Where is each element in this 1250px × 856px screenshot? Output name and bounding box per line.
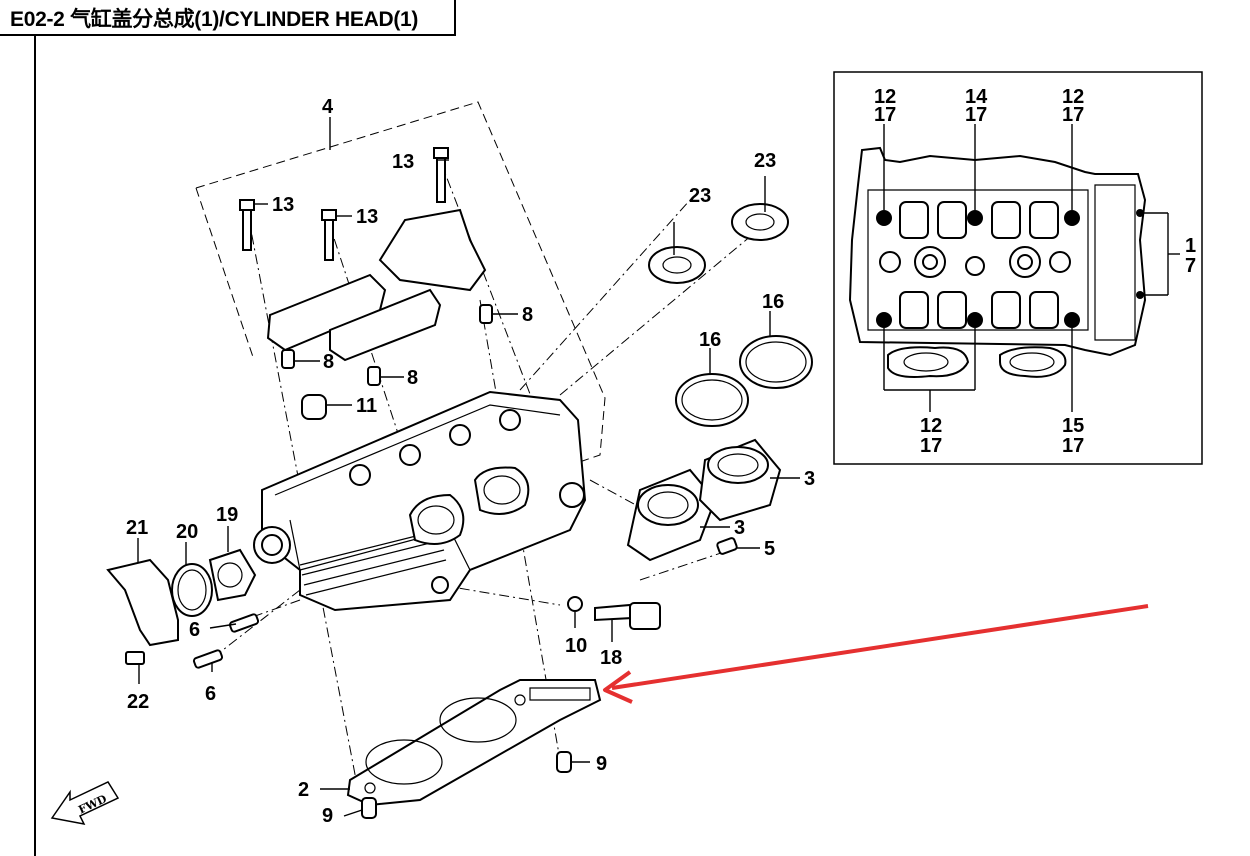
callout-6-top: 6 <box>189 619 200 641</box>
title-box: E02-2 气缸盖分总成(1)/CYLINDER HEAD(1) <box>0 0 456 36</box>
inset-label-top-left-sub: 17 <box>874 104 896 126</box>
dowel-8-a <box>479 304 493 324</box>
bolt-13-c <box>433 147 449 203</box>
fwd-arrow: FWD <box>50 781 120 826</box>
callout-9-bottom: 9 <box>322 805 333 827</box>
inset-label-bottom-left: 12 <box>920 415 942 437</box>
cylinder-head <box>253 390 587 612</box>
callout-3-left: 3 <box>734 517 745 539</box>
callout-21: 21 <box>126 517 148 539</box>
inset-panel: 12 17 14 17 12 17 1 7 12 17 15 17 <box>833 71 1203 465</box>
callout-23-right: 23 <box>754 150 776 172</box>
inset-bolt-holes <box>876 209 1144 328</box>
water-cover-21 <box>106 558 179 647</box>
callout-leader-lines <box>137 159 800 817</box>
callout-19: 19 <box>216 504 238 526</box>
inset-label-top-right: 12 <box>1062 86 1084 108</box>
inset-label-right-sub: 7 <box>1185 255 1196 277</box>
callout-18: 18 <box>600 647 622 669</box>
washer-10 <box>567 596 583 612</box>
intake-boot-3-a <box>626 468 717 562</box>
dowel-9-a <box>556 751 572 773</box>
callout-23-left: 23 <box>689 185 711 207</box>
washer-23-a <box>648 246 706 284</box>
dowel-8-c <box>367 366 381 386</box>
callout-10: 10 <box>565 635 587 657</box>
seal-11 <box>301 394 327 420</box>
stud-6-b <box>192 649 224 669</box>
stud-6-a <box>228 613 260 633</box>
callout-2: 2 <box>298 779 309 801</box>
callout-11: 11 <box>356 395 377 417</box>
callout-13-left: 13 <box>272 194 294 216</box>
callout-5: 5 <box>764 538 775 560</box>
callout-16-left: 16 <box>699 329 721 351</box>
highlight-arrow <box>603 604 1149 704</box>
callout-4: 4 <box>322 96 334 118</box>
callout-8-right: 8 <box>522 304 533 326</box>
frame-left-border <box>34 36 36 856</box>
inset-label-bottom-right: 15 <box>1062 415 1084 437</box>
callout-13-mid: 13 <box>356 206 378 228</box>
inset-label-top-mid: 14 <box>965 86 988 108</box>
inset-valve-springs <box>899 201 1059 329</box>
dowel-8-b <box>281 349 295 369</box>
inset-label-right: 1 <box>1185 235 1196 257</box>
bolt-22 <box>125 651 145 665</box>
cam-holder-mid <box>329 288 442 362</box>
inset-label-top-mid-sub: 17 <box>965 104 987 126</box>
dowel-9-b <box>361 797 377 819</box>
hose-clamp-16-a <box>675 373 749 427</box>
washer-23-b <box>731 203 789 241</box>
sensor-18 <box>594 603 634 622</box>
thermostat-19 <box>208 548 257 602</box>
callout-8-mid: 8 <box>407 367 418 389</box>
bolt-5 <box>716 537 738 555</box>
diagram-title: E02-2 气缸盖分总成(1)/CYLINDER HEAD(1) <box>10 8 419 31</box>
hose-clamp-16-b <box>739 335 813 389</box>
inset-leader-lines <box>883 124 1180 412</box>
inset-label-bottom-left-sub: 17 <box>920 435 942 457</box>
callout-9-right: 9 <box>596 753 607 775</box>
cam-holder-right <box>378 208 487 292</box>
head-gasket-2 <box>346 679 602 807</box>
callout-6-bottom: 6 <box>205 683 216 705</box>
callout-16-right: 16 <box>762 291 784 313</box>
intake-boot-3-b <box>698 438 782 522</box>
bolt-13-a <box>239 199 255 251</box>
inset-label-top-right-sub: 17 <box>1062 104 1084 126</box>
callout-22: 22 <box>127 691 149 713</box>
callout-3-right: 3 <box>804 468 815 490</box>
callout-20: 20 <box>176 521 198 543</box>
callout-13-top: 13 <box>392 151 414 173</box>
bolt-13-b <box>321 209 337 261</box>
callout-8-left: 8 <box>323 351 334 373</box>
inset-label-bottom-right-sub: 17 <box>1062 435 1084 457</box>
inset-label-top-left: 12 <box>874 86 896 108</box>
